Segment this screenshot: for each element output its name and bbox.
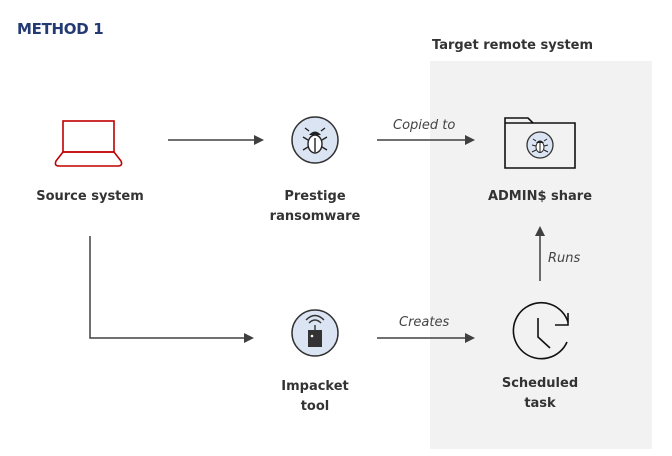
creates-label: Creates [399,315,450,330]
source-system-label: Source system [36,189,144,204]
impacket-label-line2: tool [300,399,330,414]
prestige-label-line2: ransomware [269,209,361,224]
scheduled-task-label-line1: Scheduled [501,376,579,391]
arrow-source-to-impacket [89,236,254,343]
wireless-device-icon [291,309,339,357]
prestige-label: Prestige ransomware [255,187,375,227]
panel-title: Target remote system [432,38,594,53]
impacket-label: Impacket tool [255,377,375,417]
bug-icon [291,116,339,164]
impacket-label-line1: Impacket [281,379,349,394]
folder-bug-icon [504,117,576,169]
runs-label: Runs [548,251,581,266]
admin-share-label: ADMIN$ share [487,189,593,204]
clock-refresh-icon [512,301,569,360]
copied-to-label: Copied to [393,118,456,133]
laptop-icon [54,120,123,167]
prestige-label-line1: Prestige [284,189,346,204]
scheduled-task-label: Scheduled task [480,374,600,414]
page-title: METHOD 1 [17,20,104,38]
target-system-panel [430,61,652,449]
scheduled-task-label-line2: task [524,396,556,411]
